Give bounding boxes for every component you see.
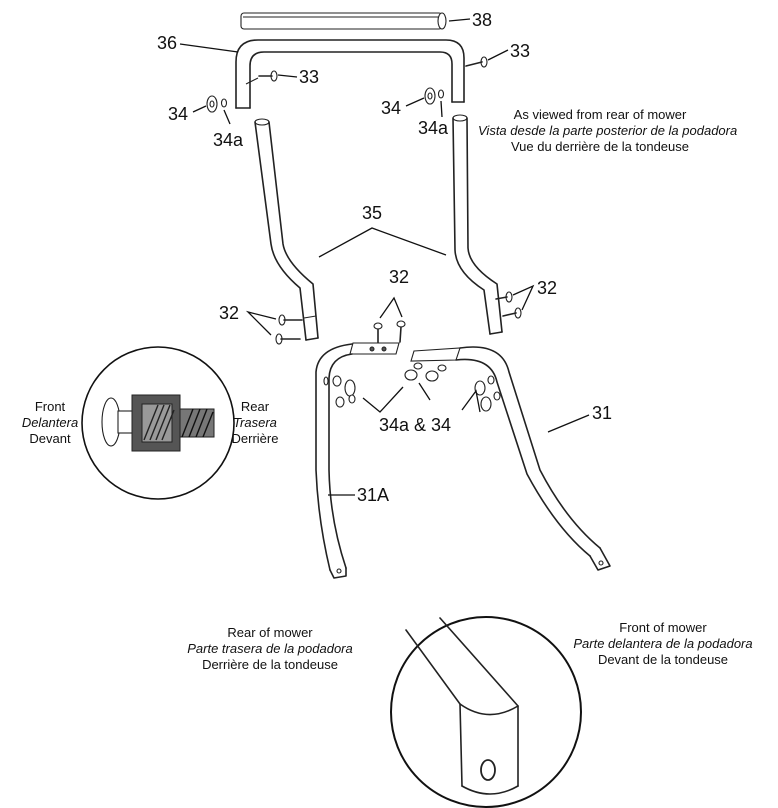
lower-handle-31 xyxy=(410,346,611,571)
bolts-32-right xyxy=(495,291,522,319)
label-34a-right: 34a xyxy=(418,118,449,138)
rear-fr: Derrière xyxy=(231,431,279,446)
rear-es: Trasera xyxy=(233,415,277,430)
rear-of-mower-es: Parte trasera de la podadora xyxy=(187,641,353,656)
label-34a-left: 34a xyxy=(213,130,244,150)
front-es: Delantera xyxy=(21,415,79,430)
label-31: 31 xyxy=(592,403,612,423)
wing-nut-34-right xyxy=(424,87,445,105)
label-31A: 31A xyxy=(357,485,389,505)
view-caption-fr: Vue du derrière de la tondeuse xyxy=(510,139,690,154)
wing-nut-34-left xyxy=(206,95,228,113)
front-of-mower-es: Parte delantera de la podadora xyxy=(573,636,753,651)
label-34a-34: 34a & 34 xyxy=(379,415,451,435)
front-fr: Devant xyxy=(29,431,71,446)
label-34-left: 34 xyxy=(168,104,188,124)
view-caption-es: Vista desde la parte posterior de la pod… xyxy=(478,123,738,138)
front-en: Front xyxy=(34,399,66,414)
knob-front-caption: Front Delantera Devant xyxy=(10,399,90,447)
label-33-left: 33 xyxy=(299,67,319,87)
rear-en: Rear xyxy=(240,399,270,414)
knob-rear-caption: Rear Trasera Derrière xyxy=(220,399,290,447)
middle-handle-35-right xyxy=(452,114,503,335)
view-caption-en: As viewed from rear of mower xyxy=(513,107,687,122)
front-of-mower-fr: Devant de la tondeuse xyxy=(597,652,729,667)
middle-handle-35-left xyxy=(254,118,319,341)
label-32-right: 32 xyxy=(537,278,557,298)
bolts-32-left xyxy=(275,314,303,345)
label-36: 36 xyxy=(157,33,177,53)
label-35: 35 xyxy=(362,203,382,223)
rear-of-mower-en: Rear of mower xyxy=(227,625,313,640)
view-caption: As viewed from rear of mower Vista desde… xyxy=(478,107,738,155)
front-of-mower-en: Front of mower xyxy=(619,620,707,635)
upper-handle-36 xyxy=(235,39,465,109)
label-33-right: 33 xyxy=(510,41,530,61)
front-of-mower-caption: Front of mower Parte delantera de la pod… xyxy=(550,620,776,668)
bolts-32-top xyxy=(373,320,406,345)
lower-handle-31A xyxy=(315,342,400,579)
rear-of-mower-caption: Rear of mower Parte trasera de la podado… xyxy=(170,625,370,673)
grip-tube-38 xyxy=(240,12,447,30)
label-32-top: 32 xyxy=(389,267,409,287)
knob-detail-inset xyxy=(81,346,235,500)
rear-of-mower-fr: Derrière de la tondeuse xyxy=(202,657,338,672)
label-34-right: 34 xyxy=(381,98,401,118)
wing-nuts-34a-34 xyxy=(323,362,501,412)
handle-end-detail-inset xyxy=(390,616,582,808)
bolt-33-left xyxy=(245,70,278,85)
label-32-left: 32 xyxy=(219,303,239,323)
label-38: 38 xyxy=(472,10,492,30)
bolt-33-right xyxy=(465,56,488,68)
